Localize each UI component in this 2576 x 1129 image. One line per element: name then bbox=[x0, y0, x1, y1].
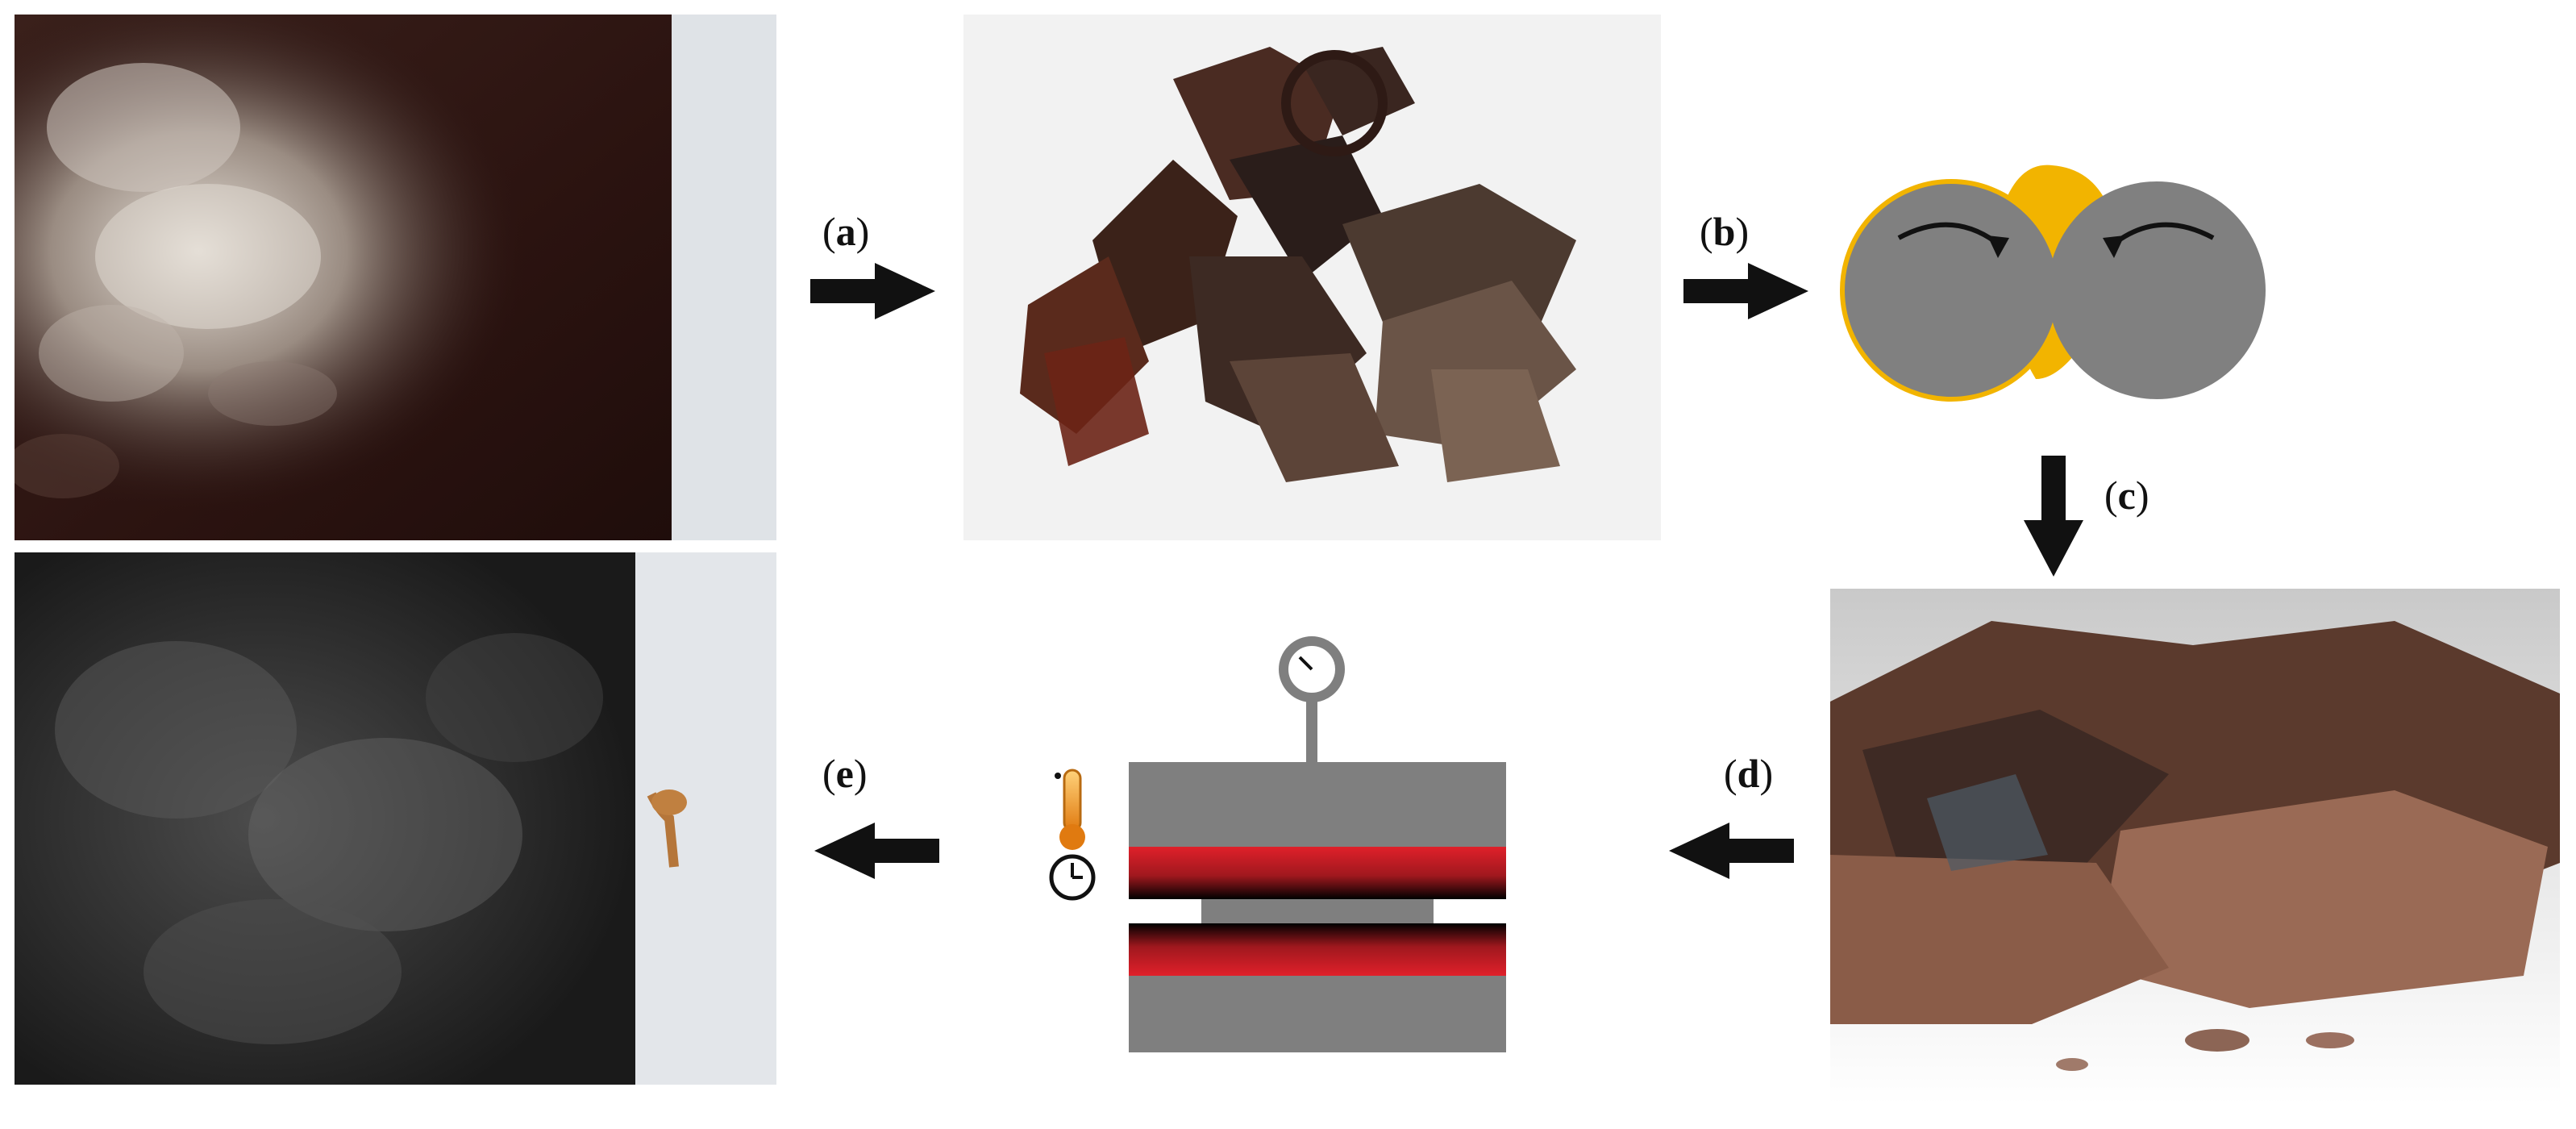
twin-roller-mill bbox=[1840, 165, 2266, 402]
hot-press bbox=[1049, 636, 1506, 1052]
step-label-a: (a) bbox=[822, 209, 870, 254]
rotation-arrow-icon bbox=[2115, 222, 2215, 244]
step-label-d: (d) bbox=[1724, 751, 1774, 796]
arrow-step-a bbox=[810, 263, 935, 319]
lower-heater bbox=[1129, 923, 1506, 976]
step-label-c: (c) bbox=[2104, 473, 2149, 518]
photo-original-sheet bbox=[15, 15, 776, 540]
arrow-step-e bbox=[814, 823, 939, 879]
photo-granules bbox=[1830, 589, 2560, 1105]
arrow-step-c bbox=[2024, 456, 2083, 577]
upper-heater bbox=[1129, 847, 1506, 899]
photo-pressed-sheet bbox=[15, 552, 776, 1085]
arrow-step-d bbox=[1669, 823, 1794, 879]
thermometer-icon bbox=[1055, 769, 1085, 850]
right-roller bbox=[2048, 181, 2266, 399]
lower-platen bbox=[1129, 976, 1506, 1052]
arrow-step-b bbox=[1683, 263, 1808, 319]
left-roller bbox=[1840, 179, 2062, 402]
photo-cut-pieces bbox=[963, 15, 1661, 540]
rotation-arrow-icon bbox=[1897, 222, 1997, 244]
step-label-b: (b) bbox=[1700, 209, 1750, 254]
upper-platen bbox=[1129, 762, 1506, 847]
mould-plate bbox=[1201, 899, 1434, 923]
step-label-e: (e) bbox=[822, 751, 868, 796]
clock-icon bbox=[1049, 854, 1096, 901]
